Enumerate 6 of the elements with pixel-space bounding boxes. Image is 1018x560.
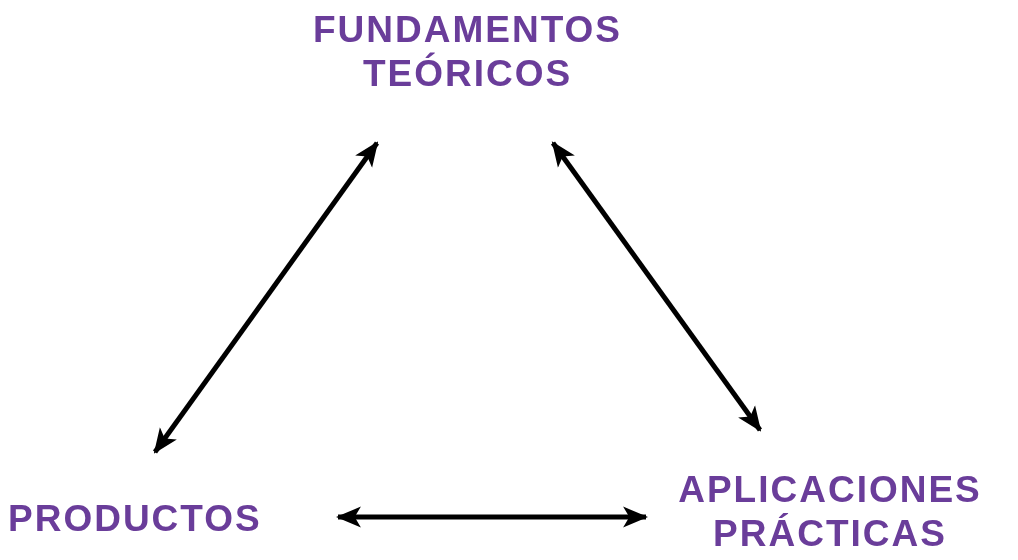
double-arrow <box>335 506 649 528</box>
node-label: PRODUCTOS <box>8 497 262 541</box>
double-arrow <box>550 141 763 432</box>
node-label: APLICACIONES PRÁCTICAS <box>677 468 983 556</box>
node-label: FUNDAMENTOS TEÓRICOS <box>311 8 624 96</box>
double-arrow <box>152 141 380 454</box>
